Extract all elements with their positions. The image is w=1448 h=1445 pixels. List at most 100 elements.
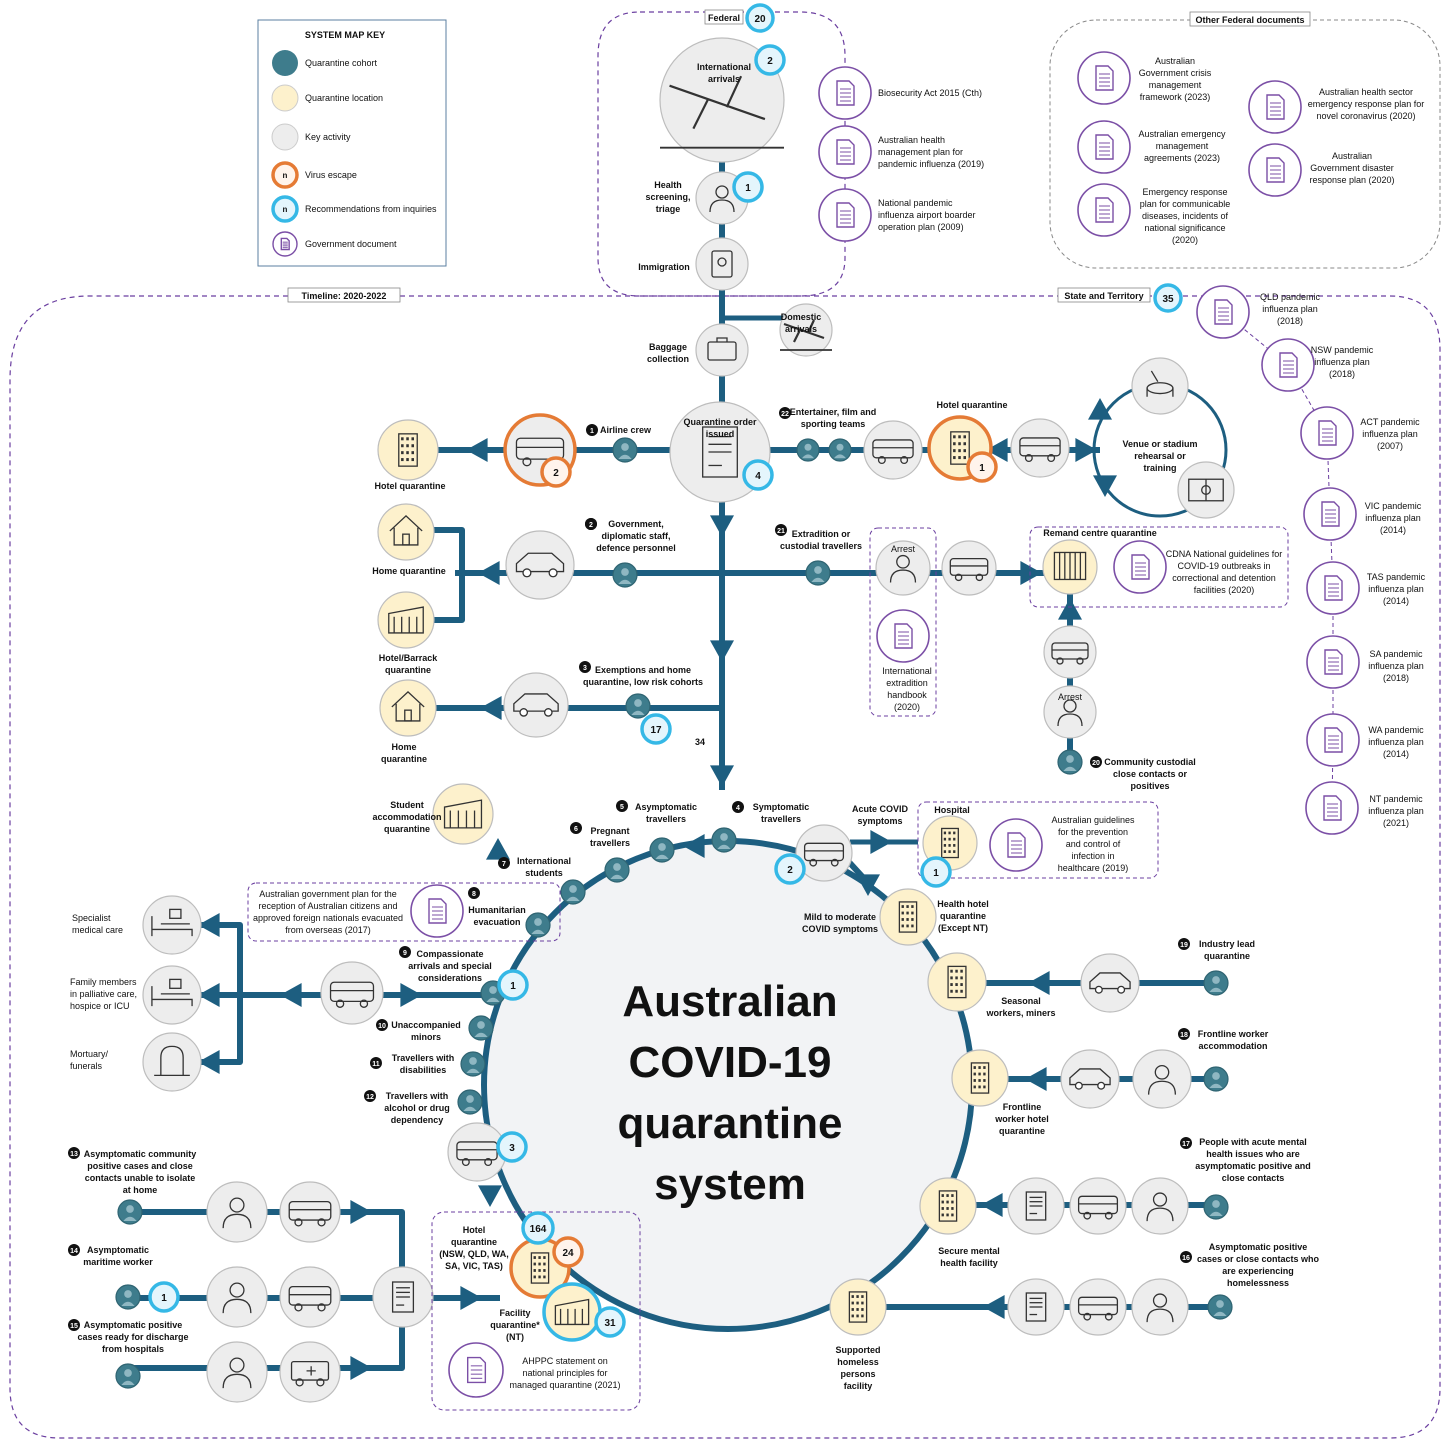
ahppc-doc-text: AHPPC statement on (522, 1356, 608, 1366)
person-body (1213, 1311, 1227, 1316)
humanitarian-cohort (525, 912, 551, 938)
flow-arrow (350, 1356, 372, 1380)
gov-cohort (612, 562, 638, 588)
quarantine-order-label: Quarantine order (683, 417, 757, 427)
hotel-barrack-quarantine (377, 591, 435, 649)
palliative-node (142, 965, 202, 1025)
medical-bracket (200, 922, 243, 1065)
symptomatic-bus-node-circle (795, 824, 853, 882)
hotel-top-escape-badge: 1 (966, 451, 998, 483)
ahppc-doc-text: managed quarantine (2021) (509, 1380, 620, 1390)
maritime-nurse-node (206, 1266, 268, 1328)
homeless-facility-label: Supported (836, 1345, 881, 1355)
person-icon (658, 843, 666, 851)
person-icon (634, 699, 642, 707)
number-dot (376, 1019, 388, 1031)
bus-icon (803, 842, 845, 867)
other-federal-doc-1-text: Australian (1155, 56, 1195, 66)
compassionate-bus-node (320, 961, 384, 1025)
extradition-doc-text: (2020) (894, 702, 920, 712)
symptomatic-label: travellers (761, 814, 801, 824)
cohort-number-value: 18 (1180, 1032, 1188, 1039)
home-quarantine-1-label: Home quarantine (372, 566, 446, 576)
person-icon (477, 1021, 485, 1029)
specialist-label: medical care (72, 925, 123, 935)
homeless-label: Asymptomatic positive (1209, 1242, 1308, 1252)
homeless-facility-label: facility (844, 1381, 873, 1391)
cohort-number-8: 8 (468, 887, 480, 899)
home-quarantine-2-label: Home (391, 742, 416, 752)
gov-label: defence personnel (596, 543, 676, 553)
person-icon (613, 863, 621, 871)
specialist-care-node (142, 895, 202, 955)
other-federal-doc-2: Australian emergencymanagementagreements… (1077, 120, 1226, 174)
number-dot (570, 822, 582, 834)
hospital-label: Hospital (934, 805, 970, 815)
airline-escape-badge-value: 2 (553, 468, 559, 479)
person-body (566, 896, 580, 901)
cohort-number-value: 20 (1092, 760, 1100, 767)
federal-count-badge-value: 20 (754, 14, 766, 25)
homeless-facility-label: homeless (837, 1357, 879, 1367)
exempt-label: quarantine, low risk cohorts (583, 677, 703, 687)
asymptomatic-label: travellers (646, 814, 686, 824)
minors-label: minors (411, 1032, 441, 1042)
home-quarantine-2-circle (379, 679, 437, 737)
other-federal-doc-2-text: Australian emergency (1138, 129, 1226, 139)
humanitarian-label: evacuation (473, 917, 520, 927)
venue-label: training (1144, 463, 1177, 473)
state-doc-7-text: (2014) (1383, 749, 1409, 759)
international-arrivals-node-circle (659, 37, 785, 163)
international-arrivals-label: International (697, 62, 751, 72)
extradition-label: Extradition or (792, 529, 851, 539)
baggage-label: collection (647, 354, 689, 364)
state-doc-4-text: (2014) (1380, 525, 1406, 535)
hospital-rec-badge-ring (920, 856, 952, 888)
number-dot (585, 518, 597, 530)
specialist-label: Specialist (72, 913, 111, 923)
palliative-label: in palliative care, (70, 989, 137, 999)
hotel-main-label: Hotel (463, 1225, 486, 1235)
flow-arrow (198, 983, 220, 1007)
person-body (466, 1068, 480, 1073)
person-body (1209, 1211, 1223, 1216)
doc-icon (1214, 299, 1233, 325)
doc-icon (1266, 94, 1285, 120)
federal-tag-text: Federal (708, 13, 740, 23)
hotel-main-label: SA, VIC, TAS) (445, 1261, 503, 1271)
person-icon (1216, 1300, 1224, 1308)
building-icon (938, 1190, 958, 1222)
person-body (833, 454, 847, 459)
cohort-number-17: 17 (1180, 1137, 1192, 1149)
discharge-label: cases ready for discharge (77, 1332, 188, 1342)
other-federal-doc-4-text: novel coronavirus (2020) (1316, 111, 1415, 121)
health-screening-label: triage (656, 204, 681, 214)
international-arrivals-label: arrivals (708, 74, 740, 84)
discharge-nurse-node (206, 1341, 268, 1403)
doc-icon (1279, 352, 1298, 378)
specialist-care-node-circle (142, 895, 202, 955)
left-bus-rec-badge: 3 (496, 1131, 528, 1163)
facility-nt-rec-badge-value: 31 (604, 1318, 616, 1329)
asymptomatic-cohort (649, 837, 675, 863)
community-label: at home (123, 1185, 158, 1195)
cohort-number-7: 7 (498, 857, 510, 869)
asymptomatic-label: Asymptomatic (635, 802, 697, 812)
state-doc-3-text: influenza plan (1362, 429, 1418, 439)
doc-icon (1007, 832, 1026, 858)
field-icon (1188, 478, 1224, 502)
other-federal-doc-3-text: national significance (1144, 223, 1225, 233)
cohort-number-value: 11 (372, 1061, 380, 1068)
discharge-form-node (372, 1266, 434, 1328)
person-icon (889, 554, 917, 583)
label-34: 34 (695, 737, 705, 747)
left-bus-rec-badge-ring (496, 1131, 528, 1163)
reception-doc-text: reception of Australian citizens and (258, 901, 397, 911)
cohort-number-2: 2 (585, 518, 597, 530)
person-body (717, 844, 731, 849)
extradition-bus-node (941, 540, 997, 596)
frontline-cohort (1203, 1066, 1229, 1092)
